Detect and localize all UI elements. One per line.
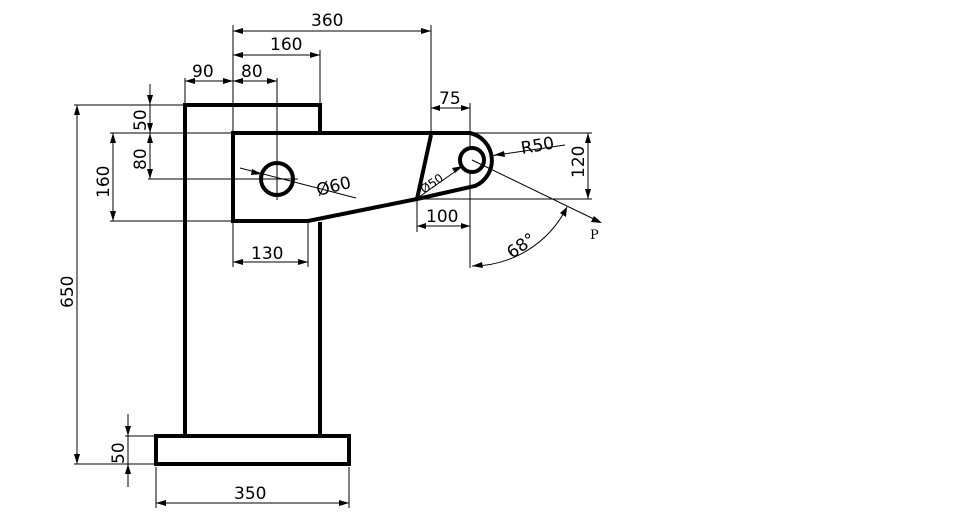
dim-50-top: 50: [131, 109, 151, 131]
dim-dia-60: Ø60: [314, 173, 353, 201]
force-label-p: P: [590, 228, 599, 243]
dim-90: 90: [192, 62, 214, 82]
dimension-lines: [74, 25, 602, 508]
dim-160-top: 160: [270, 35, 302, 55]
dim-80-top: 80: [241, 62, 263, 82]
arm-plate: [231, 131, 494, 223]
dim-130: 130: [251, 244, 283, 264]
dim-100: 100: [426, 207, 458, 227]
dim-50-base: 50: [109, 442, 129, 464]
dim-angle-68: 68°: [503, 229, 539, 263]
dimension-labels: 360 160 90 80 75 50 80 160 650 50 Ø60 R5…: [58, 11, 599, 504]
dim-160-left: 160: [94, 166, 114, 198]
dim-650: 650: [58, 276, 78, 308]
base-plate: [154, 434, 351, 466]
dim-350: 350: [234, 484, 266, 504]
part-outline: [154, 103, 494, 466]
dim-75: 75: [439, 89, 461, 109]
dim-r50: R50: [519, 133, 555, 159]
dim-360: 360: [311, 11, 343, 31]
hole-small: [458, 146, 486, 174]
arm-inner-edge: [415, 134, 433, 200]
column-outline: [183, 103, 322, 435]
dim-120: 120: [569, 146, 589, 178]
dim-80-left: 80: [131, 148, 151, 170]
